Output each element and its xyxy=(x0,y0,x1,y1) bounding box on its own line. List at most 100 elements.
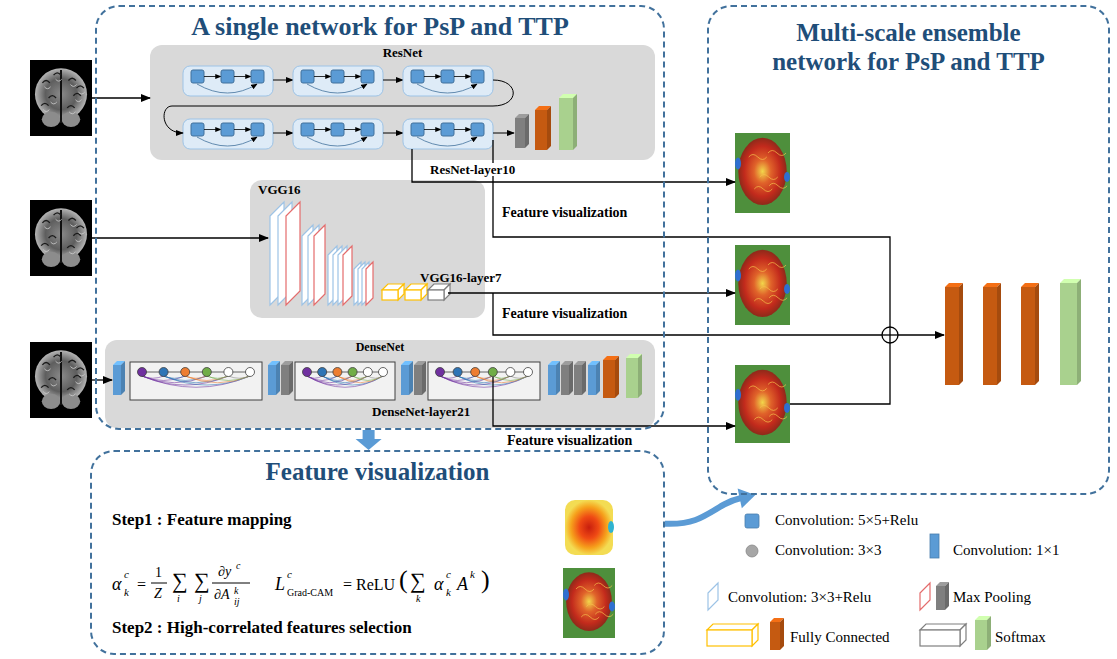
sulcus xyxy=(68,360,75,362)
dense-bar-side xyxy=(556,361,560,395)
panel-fill xyxy=(150,45,655,160)
formula-term: k xyxy=(416,594,420,604)
fully-connected xyxy=(983,287,997,385)
formula-term: c xyxy=(124,569,129,580)
heatmap xyxy=(735,245,790,325)
gyrus xyxy=(43,110,49,112)
gyrus xyxy=(75,100,81,102)
connector-head xyxy=(738,489,756,509)
fully-connected-side xyxy=(1035,283,1039,385)
cold-spot xyxy=(563,589,569,601)
skip-connection xyxy=(197,84,257,93)
max-pool-side xyxy=(525,114,529,148)
dense-node xyxy=(202,368,211,377)
sulcus xyxy=(41,243,48,245)
heat-texture xyxy=(576,587,594,592)
formula-term: = ReLU xyxy=(343,577,395,593)
heat-texture xyxy=(749,267,767,272)
layer-slab xyxy=(286,202,300,305)
gyrus xyxy=(51,102,57,104)
cold-spot xyxy=(735,157,741,169)
block-arrow xyxy=(204,129,221,130)
block-arrow xyxy=(314,76,331,77)
gyrus xyxy=(44,369,50,371)
vgg-layers xyxy=(270,202,450,305)
gyrus xyxy=(44,227,50,229)
formula-term: j xyxy=(199,594,202,604)
mri-frame xyxy=(30,342,92,418)
gyrus xyxy=(44,87,50,89)
formula-term: c xyxy=(236,561,240,571)
max-pool xyxy=(515,118,525,148)
input-arrow xyxy=(92,237,268,238)
dense-link xyxy=(510,376,528,378)
merge-route xyxy=(493,140,890,327)
gyrus xyxy=(56,361,62,363)
gyrus xyxy=(75,382,81,384)
flow-label: Feature visualization xyxy=(502,206,627,220)
heatmap-brain xyxy=(738,138,786,205)
cold-spot xyxy=(735,269,741,281)
conv-5x5 xyxy=(301,70,314,83)
sulcus xyxy=(77,368,84,370)
cold-spot xyxy=(608,521,614,533)
formula-term: ∑ xyxy=(410,570,426,592)
conv-5x5 xyxy=(191,70,204,83)
block-arrow xyxy=(234,76,251,77)
gyrus xyxy=(69,252,75,254)
connector-line xyxy=(665,498,743,524)
fully-connected-side xyxy=(780,618,784,650)
formula-term: ∂A xyxy=(214,588,229,602)
skip-connection xyxy=(417,137,477,146)
sulcus xyxy=(54,213,61,215)
sulcus xyxy=(49,236,56,238)
layer-tag: VGG16-layer7 xyxy=(420,271,502,284)
softmax-side xyxy=(987,616,991,650)
cold-spot xyxy=(784,284,790,294)
formula-term: c xyxy=(446,569,451,580)
midline xyxy=(60,210,62,263)
sulcus xyxy=(67,246,74,248)
region-title: Multi-scale ensemble network for PsP and… xyxy=(766,19,1051,77)
sum-cross xyxy=(889,327,890,343)
formula-term: α xyxy=(434,575,443,593)
cold-spot xyxy=(735,389,741,401)
panel-fill xyxy=(250,180,485,318)
legend-samples xyxy=(707,582,991,650)
block-arrow xyxy=(383,133,403,134)
resnet-blocks xyxy=(164,66,577,150)
dense-node xyxy=(224,368,233,377)
gyrus xyxy=(70,85,76,87)
dense-node xyxy=(246,368,255,377)
dense-link xyxy=(368,376,383,378)
layer-slab xyxy=(366,262,373,305)
heat-texture xyxy=(768,382,786,387)
formula-term: k xyxy=(234,586,238,596)
flow-label: Feature visualization xyxy=(507,434,632,448)
sulcus xyxy=(54,355,61,357)
dashed-region: Feature visualizationStep1 : Feature map… xyxy=(90,450,665,655)
cold-spot xyxy=(609,602,615,612)
gyrus xyxy=(69,394,75,396)
sulcus xyxy=(68,218,75,220)
dense-link xyxy=(142,376,250,387)
formula-term: ∑ xyxy=(194,570,210,592)
heatmap-brain xyxy=(738,370,786,436)
softmax xyxy=(559,98,573,150)
legend-text: Fully Connected xyxy=(790,630,890,645)
conv-5x5 xyxy=(361,123,374,136)
formula-term: Grad-CAM xyxy=(287,588,333,598)
block-arrow xyxy=(314,129,331,130)
step-text: Step2 : High-correlated features selecti… xyxy=(112,618,412,638)
fraction-bar xyxy=(212,583,250,584)
heat-texture xyxy=(754,299,772,304)
layer-slab xyxy=(343,246,352,305)
gyrus xyxy=(79,92,85,94)
sulcus xyxy=(67,388,74,390)
cube-side xyxy=(960,624,966,646)
panel-title: ResNet xyxy=(383,46,423,61)
block-arrow xyxy=(493,133,514,134)
formula-term: L xyxy=(275,575,285,593)
feature-route xyxy=(493,377,735,426)
